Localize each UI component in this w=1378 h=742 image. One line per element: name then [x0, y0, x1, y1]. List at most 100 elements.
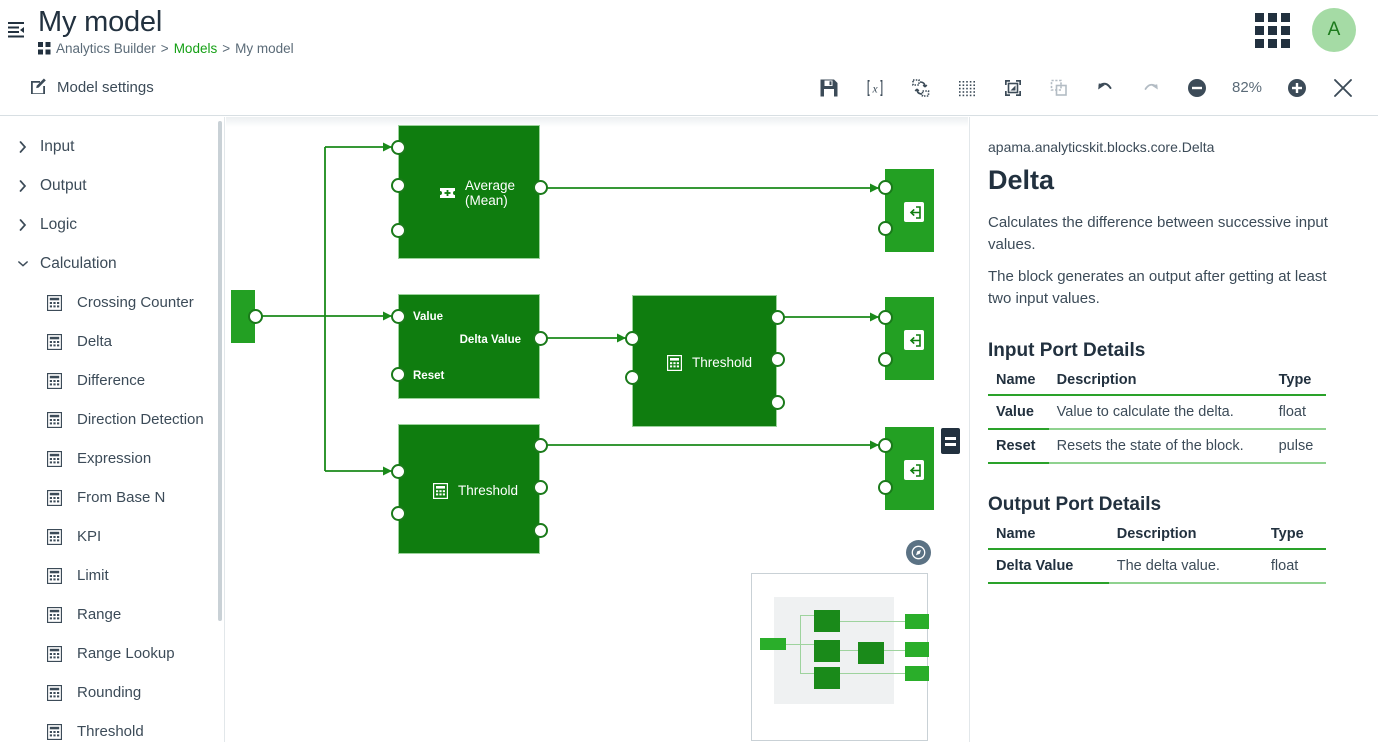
group-button[interactable]: [1042, 71, 1076, 105]
port-delta-in-reset[interactable]: [391, 367, 406, 382]
port-threshold-1-in-1[interactable]: [625, 331, 640, 346]
sidebar-group-output[interactable]: Output: [0, 166, 224, 205]
breadcrumb-app[interactable]: Analytics Builder: [56, 40, 156, 56]
minimap-block: [905, 666, 929, 681]
redo-button[interactable]: [1134, 71, 1168, 105]
port-average-out-1[interactable]: [533, 180, 548, 195]
canvas-block-output-1[interactable]: [885, 169, 934, 252]
port-input-out[interactable]: [248, 309, 263, 324]
sidebar-item-range[interactable]: Range: [0, 595, 224, 634]
port-output-2-in[interactable]: [878, 310, 893, 325]
port-output-3-in-2[interactable]: [878, 480, 893, 495]
breadcrumb-models-link[interactable]: Models: [173, 40, 218, 56]
port-delta-in-value[interactable]: [391, 309, 406, 324]
port-threshold-2-out-2[interactable]: [533, 480, 548, 495]
sidebar-item-range-lookup[interactable]: Range Lookup: [0, 634, 224, 673]
calculator-block-icon: [666, 354, 683, 371]
sidebar-item-label: Expression: [77, 450, 152, 467]
undo-button[interactable]: [1088, 71, 1122, 105]
port-threshold-2-in-2[interactable]: [391, 506, 406, 521]
canvas-block-threshold-2[interactable]: Threshold: [398, 424, 540, 554]
zoom-in-button[interactable]: [1280, 71, 1314, 105]
port-name: Reset: [988, 429, 1049, 464]
block-description-2: The block generates an output after gett…: [988, 268, 1327, 307]
sidebar-item-limit[interactable]: Limit: [0, 556, 224, 595]
toolbar-actions: x: [812, 71, 1378, 105]
block-documentation-panel: apama.analyticskit.blocks.core.Delta Del…: [969, 117, 1378, 742]
grid-toggle-button[interactable]: [950, 71, 984, 105]
output-ports-heading: Output Port Details: [988, 494, 1162, 515]
minimap-wire: [838, 621, 908, 622]
port-output-1-in[interactable]: [878, 180, 893, 195]
fit-to-screen-button[interactable]: [996, 71, 1030, 105]
port-threshold-2-out-3[interactable]: [533, 523, 548, 538]
app-grid-icon[interactable]: [1255, 12, 1290, 48]
port-delta-out-value[interactable]: [533, 331, 548, 346]
port-type: float: [1270, 395, 1326, 430]
port-threshold-1-in-2[interactable]: [625, 370, 640, 385]
save-button[interactable]: [812, 71, 846, 105]
sidebar-item-label: From Base N: [77, 489, 166, 506]
port-average-in-2[interactable]: [391, 178, 406, 193]
sidebar-item-direction-detection[interactable]: Direction Detection: [0, 400, 224, 439]
calculator-block-icon: [46, 528, 63, 545]
sidebar-group-calculation[interactable]: Calculation: [0, 244, 224, 283]
sidebar-item-label: Difference: [77, 372, 146, 389]
close-button[interactable]: [1326, 71, 1360, 105]
sidebar-group-logic[interactable]: Logic: [0, 205, 224, 244]
canvas-block-output-2[interactable]: [885, 297, 934, 380]
port-average-in-3[interactable]: [391, 223, 406, 238]
compass-icon[interactable]: [906, 540, 931, 565]
port-threshold-1-out-1[interactable]: [770, 310, 785, 325]
canvas-block-average[interactable]: Average (Mean): [398, 125, 540, 259]
expression-button[interactable]: x: [858, 71, 892, 105]
model-settings-button[interactable]: Model settings: [30, 77, 154, 99]
rearrange-button[interactable]: [904, 71, 938, 105]
col-type: Type: [1270, 368, 1326, 396]
sidebar-item-from-base-n[interactable]: From Base N: [0, 478, 224, 517]
port-description: Resets the state of the block.: [1048, 429, 1271, 464]
port-threshold-2-out-1[interactable]: [533, 438, 548, 453]
sidebar-item-delta[interactable]: Delta: [0, 322, 224, 361]
calculator-block-icon: [46, 294, 63, 311]
port-threshold-1-out-2[interactable]: [770, 352, 785, 367]
block-palette-sidebar[interactable]: Input Output Logic Calculation Crossing …: [0, 117, 225, 742]
port-average-in-1[interactable]: [391, 140, 406, 155]
sidebar-item-label: Crossing Counter: [77, 294, 194, 311]
breadcrumb-separator: >: [160, 40, 169, 56]
port-output-3-in[interactable]: [878, 438, 893, 453]
manual-book-icon[interactable]: [941, 428, 960, 454]
port-threshold-1-out-3[interactable]: [770, 395, 785, 410]
calculator-block-icon: [46, 723, 63, 740]
port-description: Value to calculate the delta.: [1048, 395, 1271, 430]
minimap-block: [858, 642, 884, 664]
port-threshold-2-in-1[interactable]: [391, 464, 406, 479]
avatar[interactable]: A: [1312, 8, 1356, 52]
canvas-block-output-3[interactable]: [885, 427, 934, 510]
breadcrumb: Analytics Builder > Models > My model: [38, 41, 294, 56]
port-output-1-in-2[interactable]: [878, 221, 893, 236]
chevron-right-icon: [18, 140, 28, 153]
sidebar-scrollbar[interactable]: [218, 121, 222, 621]
sidebar-item-threshold[interactable]: Threshold: [0, 712, 224, 742]
canvas-block-delta[interactable]: Value Reset Delta Value: [398, 294, 540, 399]
page-title: My model: [38, 5, 163, 38]
canvas-block-threshold-1[interactable]: Threshold: [632, 295, 777, 427]
minimap-block: [814, 640, 840, 662]
sidebar-item-rounding[interactable]: Rounding: [0, 673, 224, 712]
minimap[interactable]: [751, 573, 929, 741]
sidebar-group-input[interactable]: Input: [0, 127, 224, 166]
sidebar-item-kpi[interactable]: KPI: [0, 517, 224, 556]
sidebar-item-crossing-counter[interactable]: Crossing Counter: [0, 283, 224, 322]
minimap-block: [905, 614, 929, 629]
minimap-wire: [838, 650, 858, 651]
minimap-block: [814, 667, 840, 689]
sidebar-item-difference[interactable]: Difference: [0, 361, 224, 400]
collapse-menu-icon[interactable]: [4, 21, 32, 39]
sidebar-item-expression[interactable]: Expression: [0, 439, 224, 478]
port-output-2-in-2[interactable]: [878, 352, 893, 367]
zoom-out-button[interactable]: [1180, 71, 1214, 105]
model-canvas[interactable]: Average (Mean) Value Reset Delta Value T…: [226, 117, 968, 742]
